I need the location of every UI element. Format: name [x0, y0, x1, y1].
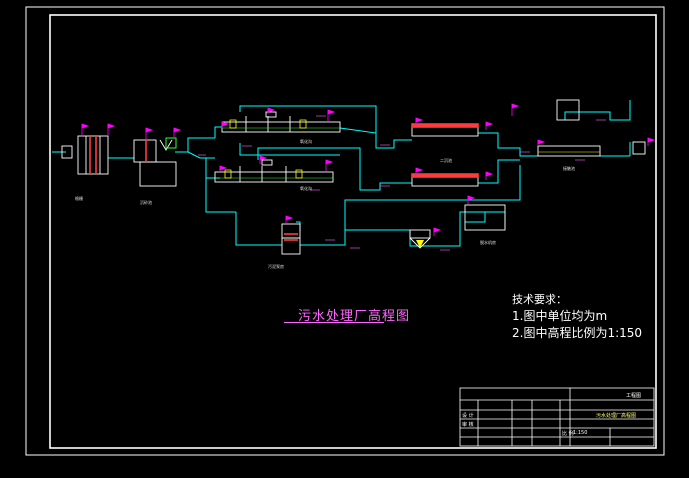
- chlorination-house: [556, 99, 580, 121]
- title-block: [459, 387, 655, 447]
- fine-screen: [133, 139, 157, 163]
- notes-line-1: 1.图中单位均为m: [512, 309, 608, 323]
- elevation-marks: [198, 115, 606, 251]
- drawing-title-underline: [284, 322, 384, 323]
- red-accents: [89, 123, 479, 241]
- label-dewatering: 脱水机房: [480, 240, 496, 245]
- label-ditch-upper: 氧化沟: [300, 139, 312, 144]
- water-level-flags: [81, 103, 656, 236]
- inner-frame: [49, 14, 657, 449]
- pipe-network: [52, 100, 631, 247]
- technical-notes: 技术要求： 1.图中单位均为m 2.图中高程比例为1:150: [512, 291, 642, 342]
- coarse-screen: [77, 135, 109, 175]
- label-coarse-screen: 格栅: [75, 196, 83, 201]
- notes-heading: 技术要求：: [512, 293, 567, 306]
- title-block-scale: 1:150: [573, 430, 588, 436]
- label-clarifier: 二沉池: [440, 158, 452, 163]
- label-contact-tank: 接触池: [563, 166, 575, 171]
- contact-tank: [537, 145, 601, 157]
- title-block-scale-label: 比 例: [562, 431, 574, 437]
- outer-frame: [25, 6, 665, 456]
- title-block-name: 污水处理厂高程图: [596, 413, 637, 419]
- title-block-review-label: 审 核: [462, 422, 474, 428]
- label-grit-chamber: 沉砂池: [140, 200, 152, 205]
- title-block-design-label: 设 计: [462, 413, 474, 419]
- grit-chamber: [139, 161, 177, 187]
- sludge-dewatering: [464, 204, 506, 231]
- sludge-pump-well: [281, 223, 301, 255]
- green-yellow-details: [165, 119, 600, 248]
- label-sludge-well: 污泥泵房: [268, 264, 284, 269]
- structures: [61, 99, 646, 255]
- drawing-title: 污水处理厂高程图: [298, 309, 411, 324]
- label-ditch-lower: 氧化沟: [300, 186, 312, 191]
- title-block-top-label: 工程图: [626, 393, 642, 399]
- oxidation-ditch-upper: [221, 121, 341, 133]
- oxidation-ditch-lower: [214, 171, 334, 183]
- notes-line-2: 2.图中高程比例为1:150: [512, 326, 643, 340]
